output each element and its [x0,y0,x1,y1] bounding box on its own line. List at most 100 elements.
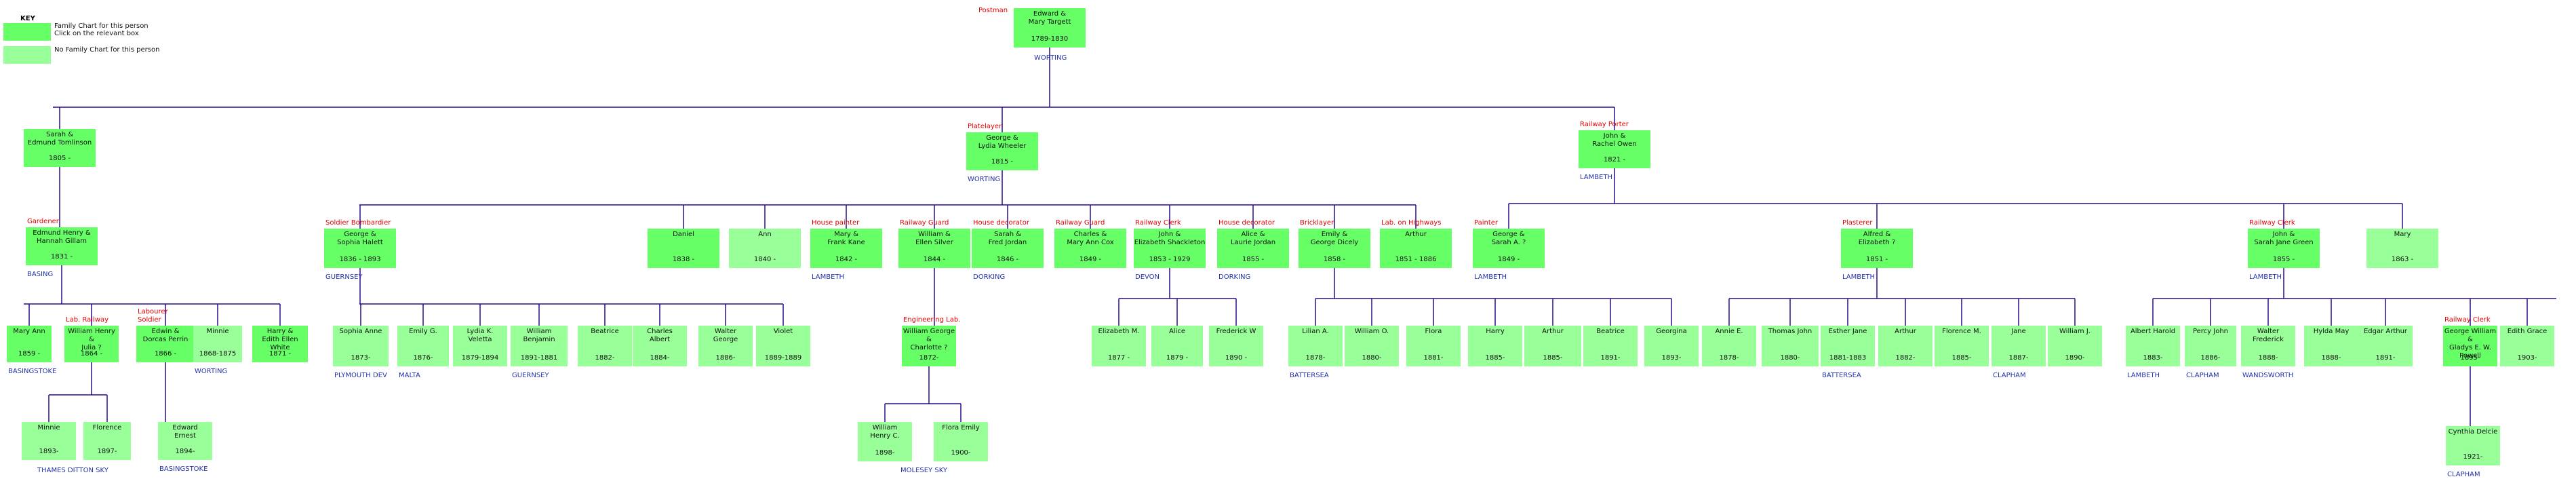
person-name: Arthur [1405,231,1427,238]
person-dates: 1891-1881 [520,354,558,362]
person-box-edmundh[interactable]: Edmund Henry & Hannah Gillam 1831 - [26,227,98,265]
place-label: DORKING [973,273,1006,281]
occupation-label: Painter [1474,219,1499,227]
person-dates: 1853 - 1929 [1149,256,1191,263]
person-dates: 1842 - [835,256,858,263]
occupation-label: House painter [812,219,860,227]
person-name: Alfred & Elizabeth ? [1858,231,1896,246]
place-label: LAMBETH [1474,273,1507,281]
person-name: Arthur [1542,328,1564,335]
person-box-williamo: William O.1880- [1345,326,1399,366]
occupation-label: Gardener [27,218,59,225]
person-name: Emily & George Dicely [1310,231,1359,246]
key-title: KEY [20,15,35,22]
occupation-label: House decorator [973,219,1030,227]
person-name: Ann [758,231,772,238]
occupation-label: Labourer Soldier [138,308,168,324]
person-box-alfred[interactable]: Alfred & Elizabeth ? 1851 - [1841,229,1913,268]
person-name: William J. [2059,328,2090,335]
person-box-annie: Annie E.1878- [1702,326,1756,366]
person-name: Lilian A. [1302,328,1329,335]
person-dates: 1851 - [1865,256,1888,263]
person-name: Thomas John [1768,328,1812,335]
person-dates: 1884- [650,354,670,362]
person-name: Cynthia Delcie [2448,428,2498,436]
place-label: LAMBETH [1580,174,1613,181]
person-name: Flora [1425,328,1442,335]
person-name: Edmund Henry & Hannah Gillam [33,229,91,245]
person-box-arthur1[interactable]: Arthur 1851 - 1886 [1380,229,1452,268]
person-dates: 1897- [97,448,117,455]
place-label: BASINGSTOKE [159,465,208,473]
person-dates: 1889-1889 [764,354,802,362]
person-dates: 1887- [2008,354,2029,362]
place-label: MALTA [399,372,420,379]
person-name: Mary & Frank Kane [827,231,865,246]
place-label: CLAPHAM [2447,471,2480,478]
place-label: LAMBETH [2249,273,2282,281]
person-box-maryf[interactable]: Mary & Frank Kane 1842 - [810,229,882,268]
key-nofamily-swatch [3,46,51,64]
person-dates: 1885- [1485,354,1505,362]
person-name: William Benjamin [523,328,555,343]
person-name: Edward & Mary Targett [1028,10,1071,26]
person-dates: 1864 - [80,350,103,358]
person-dates: 1851 - 1886 [1395,256,1437,263]
person-box-wgeorge[interactable]: William George & Charlotte ?1872- [902,326,956,366]
person-box-whj[interactable]: William Henry & Julia ?1864 - [64,326,119,362]
place-label: LAMBETH [812,273,845,281]
person-name: Harry [1486,328,1505,335]
person-box-georgesa[interactable]: George & Sarah A. ?1849 - [1473,229,1545,268]
place-label: LAMBETH [2127,372,2160,379]
person-dates: 1880- [1780,354,1800,362]
person-name: William & Ellen Silver [915,231,953,246]
place-label: DEVON [1135,273,1160,281]
person-dates: 1876- [413,354,433,362]
person-dates: 1903- [2517,354,2537,362]
place-label: BATTERSEA [1290,372,1329,379]
person-name: Flora Emily [942,424,980,432]
person-box-florencem: Florence M.1885- [1935,326,1989,366]
person-name: Frederick W [1216,328,1256,335]
person-dates: 1890- [2065,354,2085,362]
occupation-label: Railway Porter [1580,121,1629,128]
person-box-emilyg: Emily G.1876- [397,326,449,366]
key-family-label: Family Chart for this person Click on th… [54,22,148,37]
person-box-wbenj: William Benjamin 1891-1881 [511,326,568,366]
person-box-harry2: Harry 1885- [1468,326,1522,366]
person-dates: 1840 - [753,256,776,263]
person-box-williamj: William J. 1890- [2048,326,2102,366]
occupation-label: Railway Guard [900,219,949,227]
place-label: WORTING [968,176,1001,183]
person-name: Albert Harold [2130,328,2176,335]
person-name: Alice [1168,328,1186,335]
person-dates: 1831 - [50,253,73,261]
occupation-label: Railway Clerk [1135,219,1181,227]
